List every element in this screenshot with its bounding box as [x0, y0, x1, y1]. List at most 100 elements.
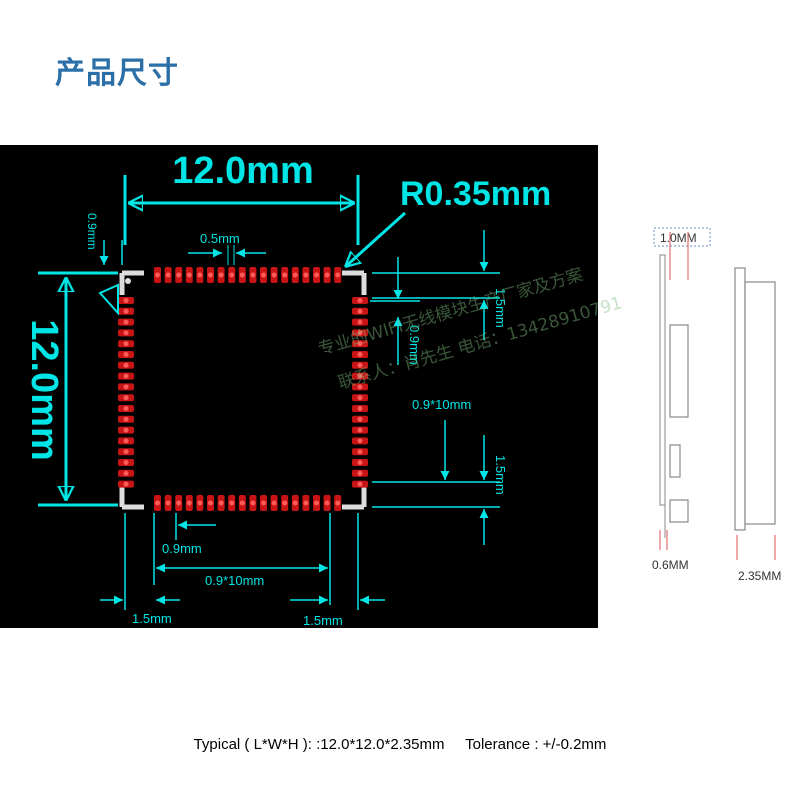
pad-top-dot	[176, 272, 182, 278]
pad-bottom-dot	[208, 500, 213, 506]
pad-top-dot	[271, 272, 277, 278]
top-view-drawing: 12.0mm R0.35mm 12.0mm 0.9mm 0.5mm	[0, 145, 598, 628]
width-dimension: 12.0mm	[123, 150, 360, 245]
pad-left-dot	[123, 362, 129, 368]
pad-left-dot	[123, 308, 129, 314]
pad-left-dot	[123, 427, 129, 433]
pad-left-dot	[123, 341, 129, 347]
top-view-svg: 12.0mm R0.35mm 12.0mm 0.9mm 0.5mm	[23, 150, 551, 628]
pad-right-dot	[357, 373, 363, 379]
pad-top-dot	[261, 272, 266, 278]
side-top-label: 1.0MM	[660, 231, 697, 245]
pad-right-dot	[357, 438, 363, 444]
side-view-svg: 1.0MM 0.6MM 2.35MM	[652, 227, 781, 583]
pad-array	[118, 267, 368, 511]
pad-top-dot	[282, 272, 288, 278]
bottom-dimensions: 0.9mm 0.9*10mm 1.5mm 1.5mm	[100, 513, 385, 628]
pad-left-dot	[123, 449, 129, 455]
pad-right-dot	[357, 427, 363, 433]
height-label: 12.0mm	[23, 319, 65, 461]
pad-right-dot	[357, 330, 363, 336]
pad-right-dot	[357, 384, 363, 390]
pad-top-dot	[218, 272, 224, 278]
pad-top-dot	[324, 272, 330, 278]
pad-bottom-dot	[197, 500, 203, 506]
pad-right-dot	[357, 481, 363, 487]
pad-pitch-label: 0.5mm	[200, 231, 240, 246]
pad-bottom-dot	[271, 500, 277, 506]
side-right-label: 2.35MM	[738, 569, 781, 583]
width-label: 12.0mm	[172, 150, 314, 192]
pad-top-dot	[239, 272, 245, 278]
pad-bottom-dot	[239, 500, 245, 506]
pad-top-dot	[186, 272, 192, 278]
side-view: 1.0MM 0.6MM 2.35MM	[620, 220, 800, 600]
pad-right-dot	[357, 341, 363, 347]
pad-left-dot	[123, 330, 129, 336]
pad-right-dot	[357, 308, 363, 314]
pad-left-dot	[123, 416, 129, 422]
pad-left-dot	[123, 373, 129, 379]
pad-top-dot	[208, 272, 213, 278]
edge-top-left-label: 0.9mm	[85, 213, 99, 250]
spec-line: Typical ( L*W*H ): :12.0*12.0*2.35mm Tol…	[0, 736, 800, 753]
pad-right-dot	[357, 298, 363, 303]
pad-right-dot	[357, 362, 363, 368]
right-bottom-label: 1.5mm	[493, 455, 508, 495]
pad-left-dot	[123, 438, 129, 444]
pad-right-dot	[357, 416, 363, 422]
pad-right-dot	[357, 406, 363, 411]
pad-bottom-dot	[292, 500, 298, 506]
pad-left-dot	[123, 384, 129, 390]
pad-bottom-dot	[250, 500, 256, 506]
pad-bottom-dot	[218, 500, 224, 506]
right-mid-label: 0.9mm	[407, 325, 422, 365]
right-dimensions: 1.5mm 0.9mm 0.9*10mm 1.5mm	[370, 230, 508, 545]
pad-right-dot	[357, 352, 363, 357]
edge-top-left-dimension: 0.9mm	[85, 213, 123, 316]
pad-left-dot	[123, 352, 129, 357]
pad-left-dot	[123, 406, 129, 411]
height-dimension: 12.0mm	[23, 271, 118, 507]
pad-left-dot	[123, 460, 129, 465]
pad-right-dot	[357, 395, 363, 401]
pad-top-dot	[303, 272, 309, 278]
pad-bottom-dot	[303, 500, 309, 506]
pad-left-dot	[123, 319, 129, 325]
right-top-label: 1.5mm	[493, 288, 508, 328]
pad-top-dot	[155, 272, 160, 278]
pad-bottom-dot	[282, 500, 288, 506]
radius-callout: R0.35mm	[345, 175, 551, 267]
pad-bottom-dot	[335, 500, 341, 506]
pad-bottom-dot	[176, 500, 182, 506]
pad-top-dot	[250, 272, 256, 278]
pad-bottom-dot	[186, 500, 192, 506]
page-title: 产品尺寸	[55, 56, 179, 91]
pad-top-dot	[335, 272, 341, 278]
pad-bottom-dot	[324, 500, 330, 506]
pad-top-dot	[292, 272, 298, 278]
pad-bottom-dot	[261, 500, 266, 506]
pad-bottom-dot	[155, 500, 160, 506]
side-left-label: 0.6MM	[652, 558, 689, 572]
pad-bottom-dot	[165, 500, 171, 506]
pad-top-dot	[314, 272, 319, 278]
pad-pitch-dimension: 0.5mm	[188, 231, 266, 265]
pad-right-dot	[357, 460, 363, 465]
radius-label: R0.35mm	[400, 175, 551, 213]
bottom-left-label: 1.5mm	[132, 611, 172, 626]
pad-top-dot	[229, 272, 235, 278]
pad-left-dot	[123, 470, 129, 476]
module-outline	[119, 270, 367, 510]
pad-right-dot	[357, 319, 363, 325]
spec-spacer	[449, 736, 462, 753]
pad-left-dot	[123, 481, 129, 487]
pad-right-dot	[357, 470, 363, 476]
pad-bottom-dot	[314, 500, 319, 506]
spec-typical: Typical ( L*W*H ): :12.0*12.0*2.35mm	[193, 736, 445, 753]
bottom-span-label: 0.9*10mm	[205, 573, 264, 588]
bottom-pitch-label: 0.9mm	[162, 541, 202, 556]
pad-top-dot	[197, 272, 203, 278]
spec-tolerance: Tolerance : +/-0.2mm	[465, 736, 607, 753]
